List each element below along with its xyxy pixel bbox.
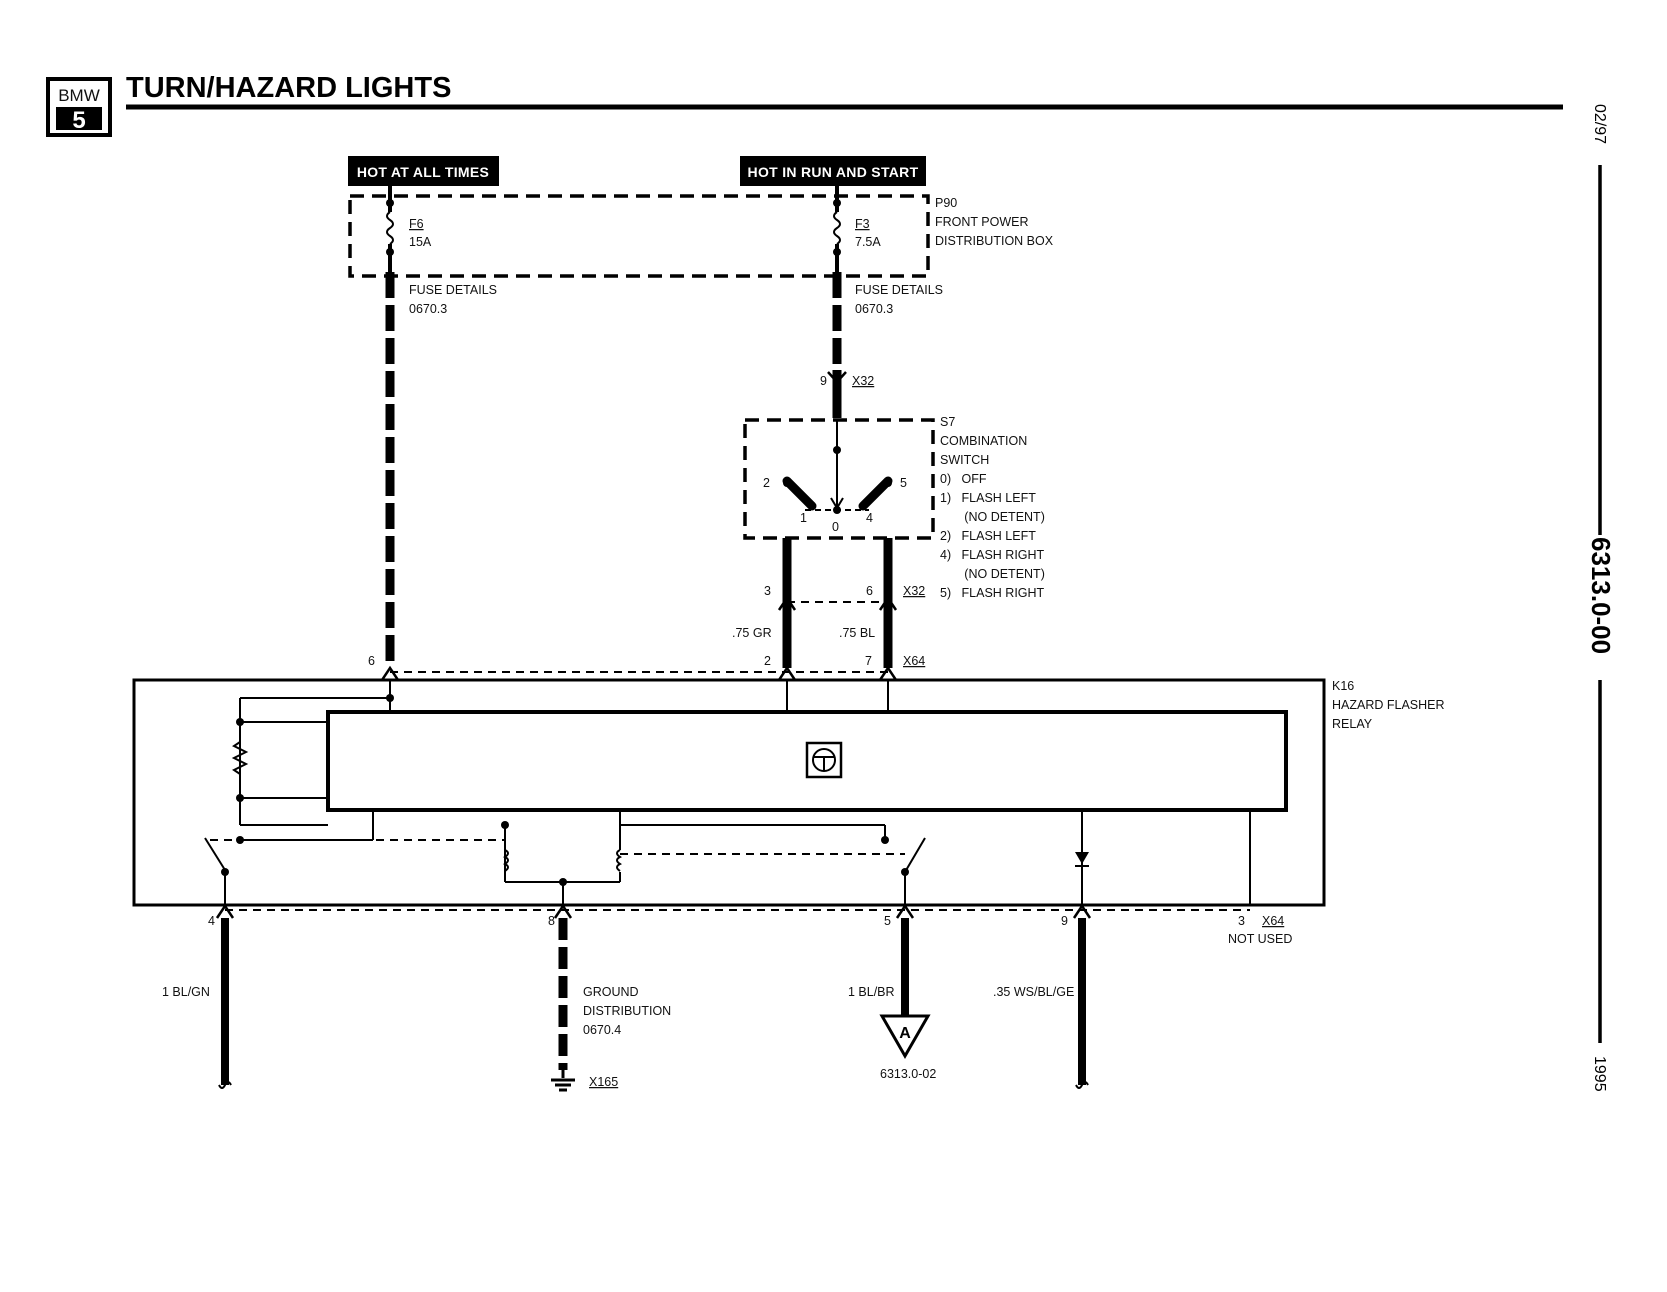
x32-pin-3: 3 — [764, 584, 771, 598]
x64-pin-8: 8 — [548, 914, 555, 928]
hot-in-run-and-start-label: HOT IN RUN AND START — [748, 164, 919, 180]
hot-at-all-times-label: HOT AT ALL TIMES — [357, 164, 489, 180]
p90-name-line2: DISTRIBUTION BOX — [935, 234, 1054, 248]
switch-contact-5: 5 — [900, 476, 907, 490]
x64-pin-6: 6 — [368, 654, 375, 668]
flasher-ic-icon — [805, 741, 843, 779]
k16-id: K16 — [1332, 679, 1354, 693]
x64-pin8-arrow — [553, 903, 573, 919]
wire-label-bl: .75 BL — [839, 626, 875, 640]
switch-position: 5) FLASH RIGHT — [940, 586, 1045, 600]
switch-positions-list: 0) OFF 1) FLASH LEFT (NO DETENT) 2) FLAS… — [940, 472, 1045, 600]
x64-bottom-id: X64 — [1262, 914, 1284, 928]
x64-top-id: X64 — [903, 654, 925, 668]
x32-top-connector — [827, 371, 847, 384]
logo-bottom-text: 5 — [72, 107, 85, 134]
x64-pin7-arrow — [878, 665, 898, 681]
switch-mechanism — [782, 420, 893, 514]
x32-pin6-arrow — [878, 595, 898, 611]
s7-id: S7 — [940, 415, 955, 429]
x64-pin-3: 3 — [1238, 914, 1245, 928]
x32-top-id: X32 — [852, 374, 874, 388]
bmw-logo: BMW 5 — [46, 77, 112, 137]
switch-contact-4: 4 — [866, 511, 873, 525]
k16-name-line2: RELAY — [1332, 717, 1373, 731]
x64-pin-5: 5 — [884, 914, 891, 928]
x64-pin9-arrow — [1072, 903, 1092, 919]
s7-name-line1: COMBINATION — [940, 434, 1027, 448]
reference-marker: A — [899, 1025, 911, 1042]
f6-id: F6 — [409, 217, 424, 231]
p90-distribution-box — [348, 194, 930, 278]
flasher-module — [326, 710, 1288, 812]
x32-mid-id: X32 — [903, 584, 925, 598]
ground-ref: 0670.4 — [583, 1023, 621, 1037]
ground-label-line1: GROUND — [583, 985, 639, 999]
switch-position: 0) OFF — [940, 472, 987, 486]
logo-top-text: BMW — [58, 86, 100, 105]
wire-label-ws-bl-ge: .35 WS/BL/GE — [993, 985, 1074, 999]
wire-ws-bl-ge — [1075, 918, 1089, 1089]
x64-pin-2: 2 — [764, 654, 771, 668]
side-date: 02/97 — [1591, 104, 1608, 144]
relay-internal-wiring — [204, 680, 1251, 905]
x64-pin4-arrow — [215, 903, 235, 919]
not-used-label: NOT USED — [1228, 932, 1292, 946]
fuse-f3 — [833, 186, 841, 272]
fuse-details-1-ref: 0670.3 — [409, 302, 447, 316]
side-year: 1995 — [1591, 1056, 1608, 1092]
hot-at-all-times-tag: HOT AT ALL TIMES — [348, 156, 499, 186]
switch-position: (NO DETENT) — [940, 510, 1045, 524]
ground-id: X165 — [589, 1075, 618, 1089]
fuse-details-2-ref: 0670.3 — [855, 302, 893, 316]
x64-pin2-arrow — [777, 665, 797, 681]
fuse-details-2: FUSE DETAILS — [855, 283, 943, 297]
x64-pin-7: 7 — [865, 654, 872, 668]
wire-label-gr: .75 GR — [732, 626, 772, 640]
x64-pin-9: 9 — [1061, 914, 1068, 928]
f6-rating: 15A — [409, 235, 432, 249]
switch-position: 1) FLASH LEFT — [940, 491, 1036, 505]
hot-in-run-and-start-tag: HOT IN RUN AND START — [740, 156, 926, 186]
switch-position: 4) FLASH RIGHT — [940, 548, 1045, 562]
k16-name-line1: HAZARD FLASHER — [1332, 698, 1445, 712]
fuse-f6 — [386, 186, 394, 272]
switch-position: 2) FLASH LEFT — [940, 529, 1036, 543]
x64-pin-4: 4 — [208, 914, 215, 928]
s7-name-line2: SWITCH — [940, 453, 989, 467]
switch-contact-0: 0 — [832, 520, 839, 534]
x32-top-pin: 9 — [820, 374, 827, 388]
page-title: TURN/HAZARD LIGHTS — [126, 72, 451, 104]
reference-a-icon: A — [879, 1014, 931, 1060]
x64-pin5-arrow — [895, 903, 915, 919]
side-page-code: 6313.0-00 — [1586, 537, 1616, 654]
switch-position: (NO DETENT) — [940, 567, 1045, 581]
f3-id: F3 — [855, 217, 870, 231]
x32-pin-6: 6 — [866, 584, 873, 598]
switch-contact-2: 2 — [763, 476, 770, 490]
fuse-details-1: FUSE DETAILS — [409, 283, 497, 297]
ground-label-line2: DISTRIBUTION — [583, 1004, 671, 1018]
wire-label-bl-br: 1 BL/BR — [848, 985, 895, 999]
k16-relay-box — [132, 678, 1326, 907]
s7-combination-switch — [743, 418, 935, 540]
switch-contact-1: 1 — [800, 511, 807, 525]
f3-rating: 7.5A — [855, 235, 881, 249]
x64-pin6-arrow — [380, 665, 400, 681]
p90-id: P90 — [935, 196, 957, 210]
p90-name-line1: FRONT POWER — [935, 215, 1029, 229]
wire-bl-gn — [218, 918, 232, 1089]
reference-page: 6313.0-02 — [880, 1067, 936, 1081]
ground-icon — [551, 1078, 575, 1092]
wire-label-bl-gn: 1 BL/GN — [162, 985, 210, 999]
x32-pin3-arrow — [777, 595, 797, 611]
